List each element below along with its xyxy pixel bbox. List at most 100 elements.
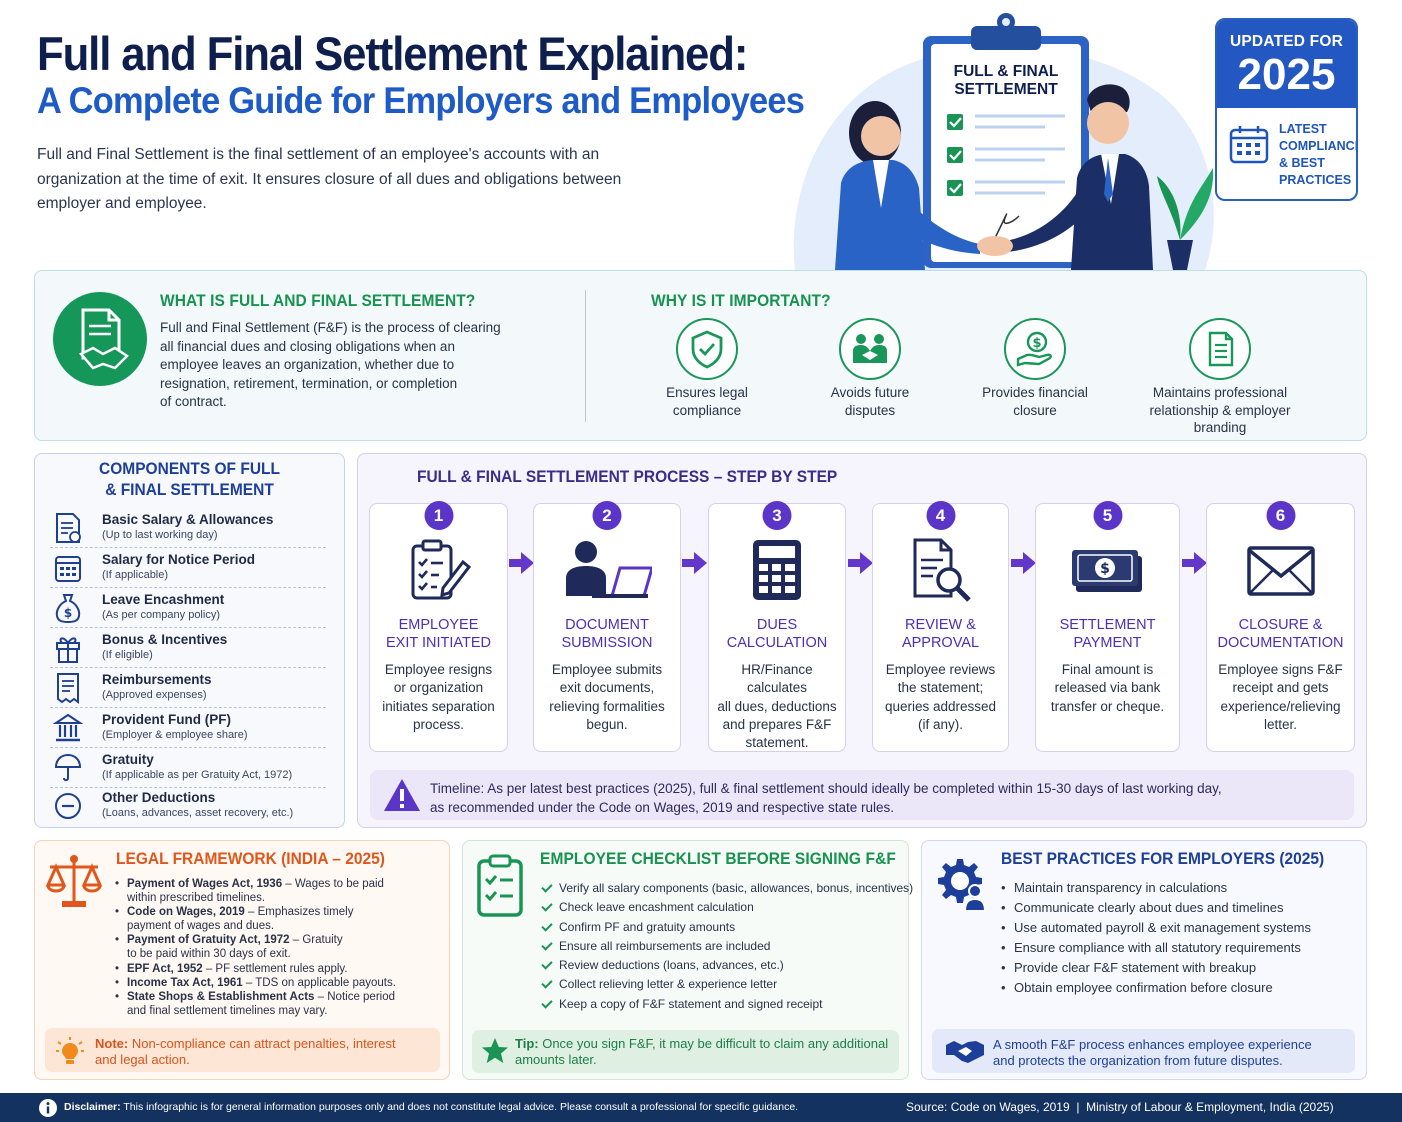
what-heading: WHAT IS FULL AND FINAL SETTLEMENT? <box>160 292 476 310</box>
updated-badge: UPDATED FOR 2025 LATEST COMPLIANCE & BES… <box>1215 18 1358 201</box>
legal-note-text: Note: Non-compliance can attract penalti… <box>95 1036 396 1067</box>
disclaimer: Disclaimer: This infographic is for gene… <box>64 1101 799 1113</box>
person-laptop-icon <box>566 541 652 598</box>
step-number: 6 <box>1266 501 1295 530</box>
checklist-item: Review deductions (loans, advances, etc.… <box>540 956 913 975</box>
badge-line3: & BEST <box>1279 156 1325 170</box>
arrow-right-icon <box>848 552 873 574</box>
checklist-heading: EMPLOYEE CHECKLIST BEFORE SIGNING F&F <box>540 850 896 868</box>
scales-of-justice-icon <box>45 855 103 907</box>
badge-line1: LATEST <box>1279 122 1327 136</box>
calendar-icon <box>1229 126 1269 164</box>
list-item: Maintain transparency in calculations <box>1001 878 1311 898</box>
list-item: EPF Act, 1952 – PF settlement rules appl… <box>115 962 435 976</box>
step-number: 3 <box>762 501 792 530</box>
section-divider <box>585 290 586 422</box>
process-panel <box>357 453 1367 828</box>
money-bag-icon: $ <box>55 594 81 624</box>
checklist-item: Check leave encashment calculation <box>540 898 913 917</box>
document-handshake-icon <box>53 292 147 386</box>
shield-check-icon <box>676 318 738 380</box>
people-handshake-icon <box>839 318 901 380</box>
warning-icon <box>384 779 420 811</box>
lightbulb-icon <box>56 1037 84 1064</box>
step-6-card: 6 CLOSURE &DOCUMENTATION Employee signs … <box>1206 501 1355 752</box>
handshake-illustration: FULL & FINAL SETTLEMENT <box>793 13 1214 270</box>
svg-text:$: $ <box>64 606 72 620</box>
step-number: 5 <box>1093 501 1122 530</box>
why-item-legal: Ensures legal compliance <box>647 318 767 419</box>
checklist-item: Ensure all reimbursements are included <box>540 937 913 956</box>
gear-person-icon <box>938 859 987 911</box>
list-item: Ensure compliance with all statutory req… <box>1001 938 1311 958</box>
legal-heading: LEGAL FRAMEWORK (INDIA – 2025) <box>116 850 385 868</box>
why-item-disputes: Avoids future disputes <box>810 318 930 419</box>
svg-text:$: $ <box>1100 561 1110 577</box>
checklist-tip <box>472 1030 899 1073</box>
envelope-icon <box>1246 546 1315 596</box>
list-item: Communicate clearly about dues and timel… <box>1001 898 1311 918</box>
list-item: Code on Wages, 2019 – Emphasizes timelyp… <box>115 905 435 933</box>
list-item: Payment of Gratuity Act, 1972 – Gratuity… <box>115 933 435 961</box>
payslip-icon <box>56 513 81 543</box>
best-practices-heading: BEST PRACTICES FOR EMPLOYERS (2025) <box>1001 850 1325 868</box>
legal-list: Payment of Wages Act, 1936 – Wages to be… <box>115 877 435 1018</box>
what-description: Full and Final Settlement (F&F) is the p… <box>160 320 501 409</box>
page-subtitle: A Complete Guide for Employers and Emplo… <box>37 80 805 121</box>
component-bonus: Bonus & Incentives (If eligible) <box>50 628 326 668</box>
handshake-icon <box>946 1041 984 1063</box>
component-provident-fund: Provident Fund (PF) (Employer & employee… <box>50 708 326 748</box>
checklist-item: Keep a copy of F&F statement and signed … <box>540 995 913 1014</box>
list-item: Payment of Wages Act, 1936 – Wages to be… <box>115 877 435 905</box>
checklist-tip-text: Tip: Once you sign F&F, it may be diffic… <box>515 1036 889 1067</box>
component-gratuity: Gratuity (If applicable as per Gratuity … <box>50 748 326 788</box>
timeline-text: Timeline: As per latest best practices (… <box>430 781 1222 815</box>
list-item: Provide clear F&F statement with breakup <box>1001 958 1311 978</box>
best-practices-note <box>932 1029 1355 1073</box>
component-basic-salary: Basic Salary & Allowances (Up to last wo… <box>50 508 326 548</box>
component-other-deductions: Other Deductions (Loans, advances, asset… <box>50 786 326 826</box>
badge-label: UPDATED FOR <box>1230 33 1343 50</box>
banknote-icon: $ <box>1071 550 1142 592</box>
why-item-financial: $ Provides financial closure <box>965 318 1105 419</box>
clipboard-title-line1: FULL & FINAL <box>954 63 1059 80</box>
info-icon <box>39 1099 57 1117</box>
checklist-items: Verify all salary components (basic, all… <box>540 879 913 1014</box>
checklist-item: Collect relieving letter & experience le… <box>540 975 913 994</box>
checkbox-icon <box>947 114 963 196</box>
minus-circle-icon <box>55 793 81 819</box>
source-credit: Source: Code on Wages, 2019 | Ministry o… <box>906 1100 1334 1114</box>
svg-text:$: $ <box>1032 336 1041 351</box>
clipboard-checklist-icon <box>477 854 523 917</box>
badge-line4: PRACTICES <box>1279 173 1352 187</box>
badge-year: 2025 <box>1237 50 1336 99</box>
clipboard-title-line2: SETTLEMENT <box>954 81 1058 98</box>
bank-icon <box>53 713 83 742</box>
star-icon <box>482 1038 508 1063</box>
list-item: Income Tax Act, 1961 – TDS on applicable… <box>115 976 435 990</box>
document-icon <box>1189 318 1251 380</box>
step-number: 2 <box>592 501 622 530</box>
best-practices-note-text: A smooth F&F process enhances employee e… <box>993 1037 1312 1068</box>
step-number: 1 <box>424 501 453 530</box>
process-heading: FULL & FINAL SETTLEMENT PROCESS – STEP B… <box>417 468 838 486</box>
list-item: Use automated payroll & exit management … <box>1001 918 1311 938</box>
hand-coin-icon: $ <box>1004 318 1066 380</box>
why-item-relationship: Maintains professional relationship & em… <box>1130 318 1310 437</box>
list-item: Obtain employee confirmation before clos… <box>1001 978 1311 998</box>
gift-icon <box>56 637 80 663</box>
legal-note <box>45 1028 440 1072</box>
component-notice-period: Salary for Notice Period (If applicable) <box>50 548 326 588</box>
arrow-right-icon <box>682 552 707 574</box>
arrow-right-icon <box>509 552 534 574</box>
badge-line2: COMPLIANCE <box>1279 139 1358 153</box>
calculator-icon <box>753 540 801 600</box>
component-leave-encashment: $ Leave Encashment (As per company polic… <box>50 588 326 628</box>
umbrella-icon <box>54 753 82 782</box>
why-heading: WHY IS IT IMPORTANT? <box>651 292 831 310</box>
